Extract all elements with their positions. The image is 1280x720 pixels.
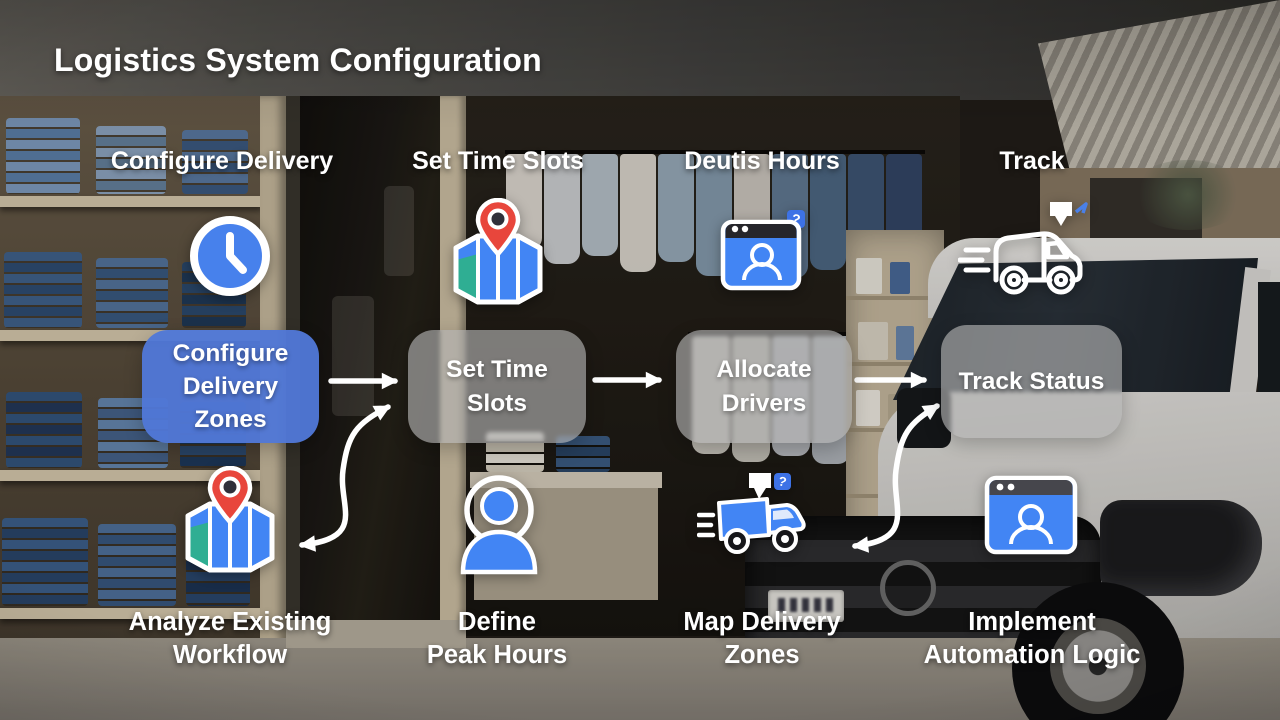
set-time-slots-button[interactable]: Set Time Slots	[408, 330, 586, 443]
map-location-pin-icon	[453, 198, 543, 305]
van-wheel	[1012, 582, 1188, 720]
van-side-window	[1258, 282, 1280, 422]
reflection	[332, 296, 374, 416]
folded-clothes-stack	[96, 258, 168, 328]
clock-icon	[190, 216, 270, 296]
bottom-label-map-delivery-zones: Map Delivery Zones	[683, 608, 841, 670]
top-label-track: Track	[999, 147, 1065, 175]
van-emblem	[880, 560, 936, 616]
shelf-item	[856, 258, 882, 294]
folded-clothes-stack	[6, 392, 82, 468]
folded-clothes-stack	[4, 252, 82, 328]
folded-clothes-stack	[2, 518, 88, 606]
hanging-shirt	[658, 154, 694, 262]
door-threshold	[286, 620, 466, 648]
van-headlight	[1100, 500, 1262, 596]
van-outline-icon	[958, 202, 1088, 295]
allocate-drivers-button[interactable]: Allocate Drivers	[676, 330, 852, 443]
track-status-button[interactable]: Track Status	[941, 325, 1122, 438]
help-badge	[774, 473, 791, 490]
svg-text:?: ?	[777, 473, 788, 489]
page-title: Logistics System Configuration	[54, 42, 542, 78]
shelf-board	[0, 196, 262, 207]
bottom-label-implement-automation-logic: Implement Automation Logic	[923, 608, 1141, 670]
hanging-shirt	[544, 154, 580, 264]
hanging-shirt	[582, 154, 618, 256]
browser-user-icon	[984, 475, 1078, 555]
clothes-rail	[505, 150, 925, 154]
bottom-label-define-peak-hours: Define Peak Hours	[426, 608, 568, 670]
top-label-set-time-slots: Set Time Slots	[412, 147, 584, 175]
user-person-icon	[460, 475, 538, 575]
top-label-configure-delivery: Configure Delivery	[110, 147, 334, 175]
interior-shelf-line	[846, 296, 944, 300]
browser-user-icon: ?	[720, 210, 805, 291]
interior-shelf-line	[846, 362, 944, 366]
delivery-truck-icon: ?	[697, 473, 806, 554]
bottom-label-analyze-existing-workflow: Analyze Existing Workflow	[128, 608, 332, 670]
folded-clothes-stack	[96, 126, 166, 194]
shelf-item	[896, 326, 914, 360]
top-label-deutis-hours: Deutis Hours	[684, 147, 840, 175]
shelf-board	[0, 330, 262, 341]
folded-clothes-stack	[182, 130, 248, 194]
hanging-shirt	[810, 154, 846, 270]
folded-clothes-stack	[6, 118, 80, 194]
marker-bubble	[1050, 202, 1072, 216]
reflection	[384, 186, 414, 276]
shelf-board	[0, 608, 262, 619]
marker-bubble	[749, 473, 771, 488]
hanging-shirt	[620, 154, 656, 272]
wheel-rim	[1050, 618, 1146, 714]
license-plate	[768, 590, 844, 622]
shelf-item	[890, 262, 910, 294]
greenery	[1128, 160, 1248, 230]
folded-clothes-stack	[98, 524, 176, 606]
shelf-item	[858, 322, 888, 360]
shelf-board	[0, 470, 262, 481]
map-location-pin-icon	[185, 466, 275, 573]
configure-delivery-zones-button[interactable]: Configure Delivery Zones	[142, 330, 319, 443]
